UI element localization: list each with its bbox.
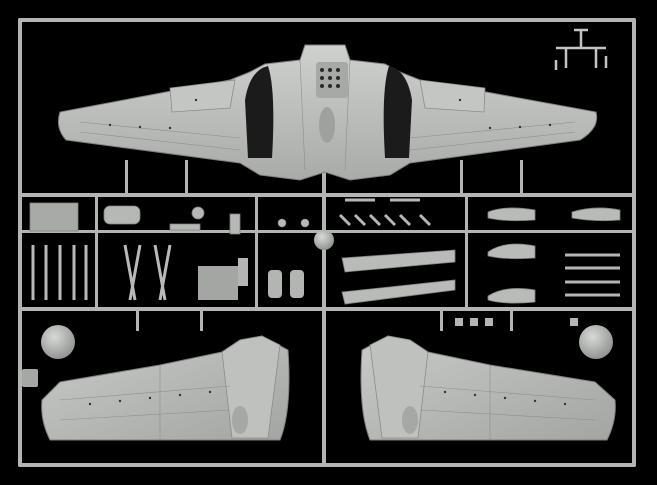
landing-gear-parts xyxy=(31,244,172,301)
engine-cowling-right xyxy=(579,325,613,359)
small-parts-center xyxy=(277,198,432,228)
engine-cowling-left xyxy=(41,325,75,359)
lower-wing-right-part xyxy=(360,335,616,441)
gear-bay-parts xyxy=(198,258,304,300)
small-parts-left-upper xyxy=(29,202,241,235)
lower-wing-left-part xyxy=(41,335,290,441)
drop-tank-parts xyxy=(341,249,456,305)
small-knobs xyxy=(455,318,578,326)
sprue-frame xyxy=(18,18,636,467)
upper-wing-part xyxy=(58,44,598,181)
small-parts-right-upper xyxy=(487,207,621,304)
sprue-logo-icon xyxy=(554,28,608,70)
